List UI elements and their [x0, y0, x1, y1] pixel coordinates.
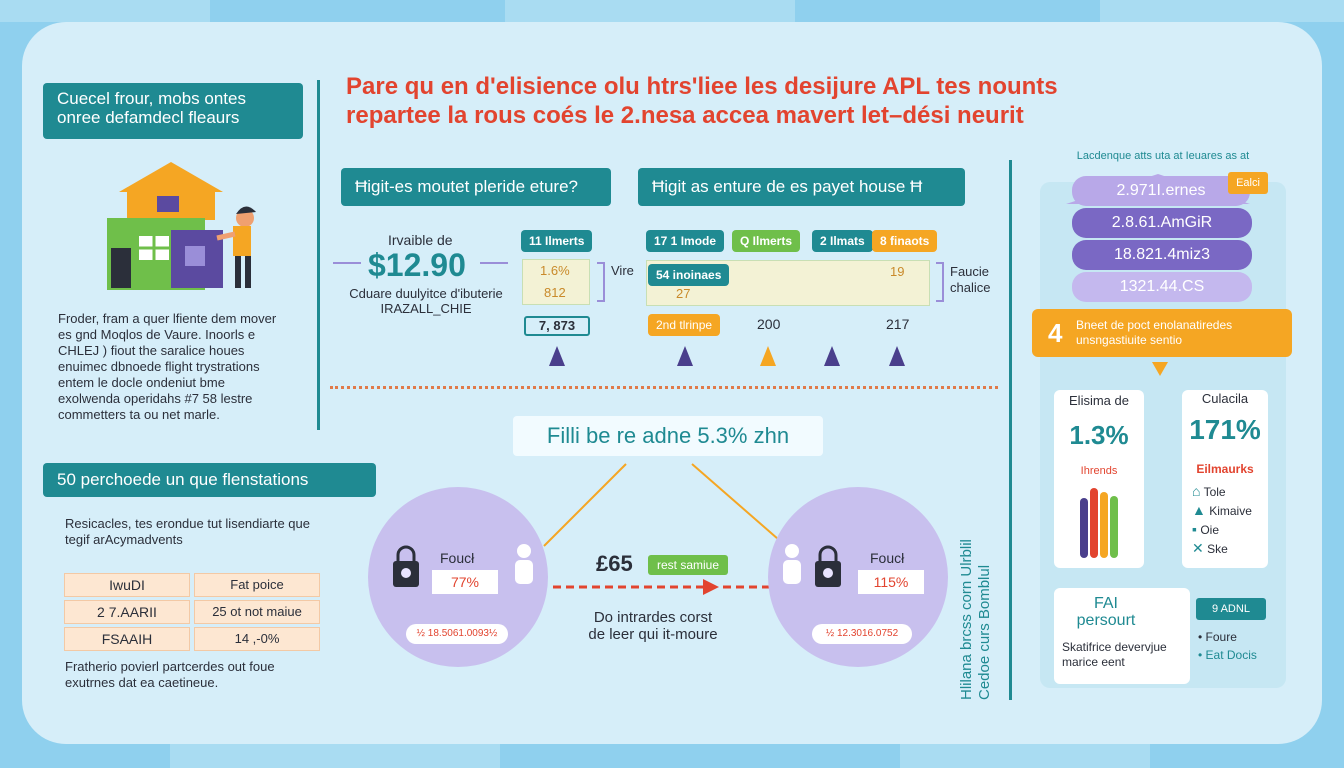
page-title: Pare qu en d'elisience olu htrs'liee les… — [346, 73, 1058, 129]
question-tag-b: Ħigit as enture de es payet house Ħ — [638, 168, 965, 206]
padlock-icon — [812, 545, 844, 589]
marker-triangle — [677, 346, 693, 366]
fai-card — [1054, 588, 1190, 684]
bracket — [936, 262, 944, 302]
marker-triangle — [760, 346, 776, 366]
arrow-right-icon — [553, 576, 783, 598]
list-item: • Foure — [1198, 630, 1237, 644]
right-circle-label: Foucł — [870, 550, 905, 566]
left-section-tag: Cuecel frour, mobs ontes onree defamdecl… — [43, 83, 303, 139]
data-box — [522, 259, 590, 305]
marker-triangle — [889, 346, 905, 366]
left-circle-pct: 77% — [432, 570, 498, 594]
funnel-bar: 2.8.61.AmGiR — [1072, 208, 1252, 238]
fai-tag: 9 ADNL — [1196, 598, 1266, 620]
tag-pill: 8 finaots — [872, 230, 938, 252]
fai-text: Skatifrice devervjue marice eent — [1062, 640, 1167, 669]
stat-card — [1182, 390, 1268, 568]
bar-value: 19 — [890, 264, 905, 279]
connector-lines — [540, 460, 800, 550]
rest-pill: rest samiue — [648, 555, 728, 575]
stat-title: Culacila — [1201, 391, 1249, 406]
mini-title: Lacdenque atts uta at Ieuares as at — [1076, 150, 1250, 162]
list-item: ✕ Ske — [1192, 540, 1228, 556]
stat-card — [1054, 390, 1144, 568]
funnel-bar: 1321.44.CS — [1072, 272, 1252, 302]
caption: Do intrardes corst de leer qui it-moure — [588, 609, 718, 643]
left-paragraph: Froder, fram a quer lfiente dem mover es… — [58, 311, 277, 422]
dotted-divider — [330, 386, 998, 389]
left-section-tag-2: 50 perchoede un que flenstations — [43, 463, 376, 497]
right-circle-pct: 115% — [858, 570, 924, 594]
price-subtitle: Cduare duulyitce d'ibuterie IRAZALL_CHIE — [349, 286, 503, 316]
list-item: ⌂ Tole — [1192, 483, 1226, 499]
question-tag-a: Ħigit-es moutet pleride eture? — [341, 168, 611, 206]
value-box: 7, 873 — [524, 316, 590, 336]
price-label: Irvaible de — [388, 232, 453, 248]
list-item: ▪ Oie — [1192, 521, 1219, 537]
marker-triangle — [824, 346, 840, 366]
people-figures — [1076, 478, 1124, 568]
stat-value: 1.3% — [1069, 420, 1129, 450]
table-cell: Fat poice — [194, 573, 320, 597]
fai-list: • Foure • Eat Docis — [1198, 628, 1257, 664]
tag-pill: 11 Ilmerts — [521, 230, 593, 252]
list-item: • Eat Docis — [1198, 648, 1257, 662]
fai-title: FAI persourt — [1076, 595, 1136, 629]
table-cell: 2 7.AARII — [64, 600, 190, 624]
person-icon — [780, 542, 804, 586]
stat-value: 171% — [1189, 414, 1261, 445]
vire-label: Vire — [611, 263, 634, 278]
vertical-caption: Hlilana brcss corn Ulrblil Cedoe curs Bo… — [958, 539, 993, 700]
orange-banner-text: Bneet de poct enolanatiredes unsngastiui… — [1076, 318, 1233, 347]
number-label: 200 — [757, 316, 781, 332]
house-icon — [105, 160, 265, 290]
divider-right — [1009, 160, 1012, 700]
person-icon — [512, 542, 536, 586]
table-cell: IwuDI — [64, 573, 190, 597]
left-circle-code: ½ 18.5061.0093½ — [406, 624, 508, 644]
table-cell: 25 ot not maiue — [194, 600, 320, 624]
left-paragraph-2: Resicacles, tes erondue tut lisendiarte … — [65, 516, 310, 547]
price-dash-left — [333, 262, 361, 264]
tag-pill: 2 Ilmats — [812, 230, 873, 252]
bottom-pill: 2nd tlrinpe — [648, 314, 721, 336]
marker-triangle — [549, 346, 565, 366]
right-circle-code: ½ 12.3016.0752 — [812, 624, 912, 644]
divider — [317, 80, 320, 430]
table-cell: FSAAIH — [64, 627, 190, 651]
left-circle-label: Foucł — [440, 550, 475, 566]
orange-banner-num: 4 — [1048, 318, 1063, 348]
bracket — [597, 262, 605, 302]
stat-list: ⌂ Tole ▲ Kimaive ▪ Oie ✕ Ske — [1192, 482, 1264, 558]
orange-banner — [1032, 309, 1292, 357]
stat-title: Elisima de — [1069, 393, 1129, 408]
bar-value: 27 — [676, 286, 691, 301]
funnel-bar: 2.971I.ernes — [1072, 176, 1250, 206]
stat-sub: Ihrends — [1080, 465, 1118, 477]
tag-pill: Q Ilmerts — [732, 230, 801, 252]
faucie-label: Faucie chalice — [950, 264, 991, 295]
funnel-bar: 18.821.4miz3 — [1072, 240, 1252, 270]
data-box-value: 1.6% — [540, 263, 570, 278]
table-cell: 14 ,-0% — [194, 627, 320, 651]
left-paragraph-3: Fratherio povierl partcerdes out foue ex… — [65, 659, 275, 690]
data-box-value: 812 — [544, 285, 566, 300]
list-item: ▲ Kimaive — [1192, 502, 1252, 518]
badge: Ealci — [1228, 172, 1268, 194]
highlight-banner: Filli be re adne 5.3% zhn — [513, 416, 823, 456]
chevron-down-icon — [1152, 362, 1168, 376]
number-label: 217 — [886, 316, 910, 332]
bar-label: 54 inoinaes — [648, 264, 730, 286]
price-mid: £65 — [596, 551, 633, 576]
stat-sub: Eilmaurks — [1196, 462, 1254, 476]
price-value: $12.90 — [368, 247, 466, 283]
padlock-icon — [390, 545, 422, 589]
tag-pill: 17 1 Imode — [646, 230, 725, 252]
price-dash-right — [480, 262, 508, 264]
